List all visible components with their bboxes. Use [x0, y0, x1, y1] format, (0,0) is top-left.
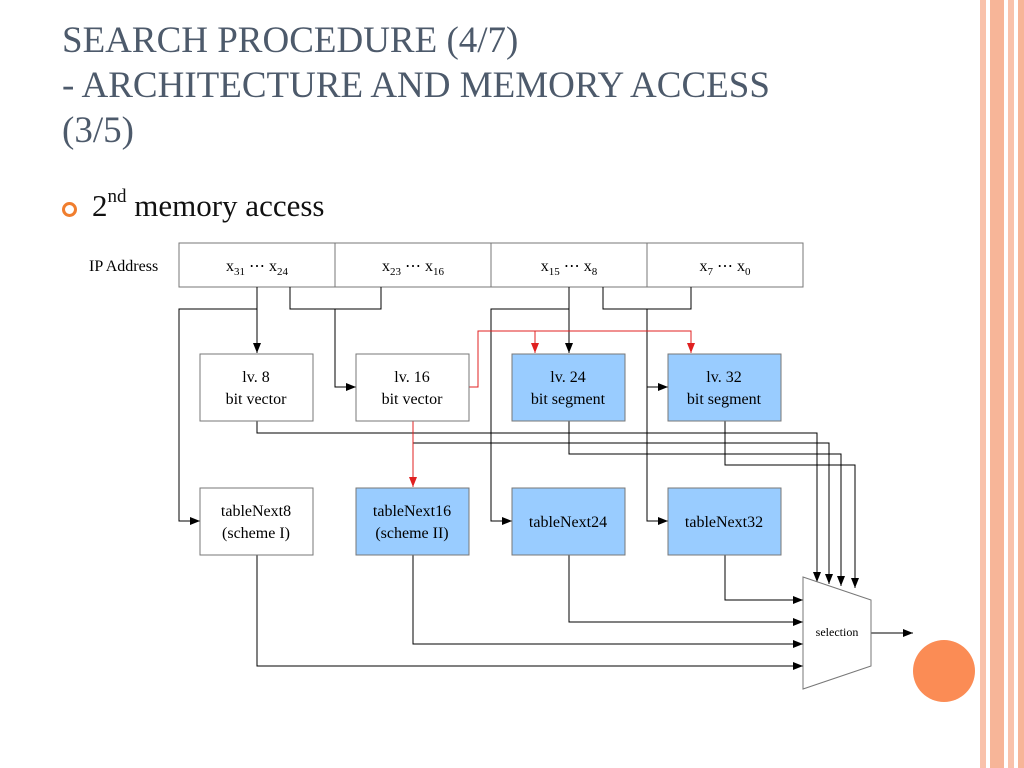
- level-boxes: lv. 8 bit vector lv. 16 bit vector lv. 2…: [199, 353, 782, 422]
- bullet-superscript: nd: [107, 186, 127, 207]
- lv8-sublabel: bit vector: [226, 391, 288, 408]
- lv16-sublabel: bit vector: [382, 391, 444, 408]
- ip-field-box: [490, 242, 648, 288]
- connector-line: [724, 555, 803, 604]
- lv24-sublabel: bit segment: [531, 391, 606, 408]
- connector-line: [256, 421, 821, 582]
- lv24-box: [511, 353, 626, 422]
- title-line: (3/5): [62, 110, 134, 151]
- selection-multiplexer: [802, 576, 872, 690]
- connector-line: [178, 287, 258, 525]
- bullet-rest: memory access: [126, 188, 325, 223]
- bullet-number: 2: [92, 188, 108, 223]
- table-boxes: tableNext8 (scheme I) tableNext16 (schem…: [199, 487, 782, 556]
- lv32-sublabel: bit segment: [687, 391, 762, 408]
- ip-field-box: [646, 242, 804, 288]
- ip-address-fields: x31 ⋯ x24 x23 ⋯ x16 x15 ⋯ x8 x7 ⋯ x0: [178, 242, 804, 288]
- tablenext32-box: [667, 487, 782, 556]
- ip-field-1: x23 ⋯ x16: [382, 258, 445, 278]
- black-connections: [178, 287, 913, 670]
- bullet-text: 2nd memory access: [92, 186, 325, 224]
- lv8-label: lv. 8: [242, 369, 269, 386]
- ip-field-2: x15 ⋯ x8: [541, 258, 598, 278]
- tablenext8-label: tableNext8: [221, 503, 291, 520]
- ip-field-3: x7 ⋯ x0: [700, 258, 752, 278]
- lv32-box: [667, 353, 782, 422]
- tablenext32-label: tableNext32: [685, 514, 763, 531]
- lv16-label: lv. 16: [394, 369, 429, 386]
- tablenext24-box: [511, 487, 626, 556]
- connector-line: [256, 555, 803, 670]
- tablenext16-sublabel: (scheme II): [375, 525, 448, 542]
- lv8-box: [199, 353, 314, 422]
- tablenext8-box: [199, 487, 314, 556]
- connector-line: [289, 287, 381, 310]
- connector-line: [724, 421, 859, 588]
- connector-line: [646, 309, 668, 391]
- lv16-box: [355, 353, 470, 422]
- connector-line: [490, 287, 570, 525]
- ip-address-label: IP Address: [89, 258, 158, 275]
- connector-line: [646, 387, 668, 525]
- decorative-orange-circle: [913, 640, 975, 702]
- selection-label: selection: [816, 625, 859, 639]
- connector-line: [568, 421, 845, 586]
- title-line: - ARCHITECTURE AND MEMORY ACCESS: [62, 65, 770, 106]
- connector-line: [602, 287, 692, 310]
- ip-field-box: [334, 242, 492, 288]
- red-highlight-path: [409, 330, 695, 487]
- tablenext16-box: [355, 487, 470, 556]
- red-connector-line: [469, 330, 695, 388]
- lv32-label: lv. 32: [706, 369, 741, 386]
- connector-line: [412, 555, 803, 648]
- tablenext24-label: tableNext24: [529, 514, 607, 531]
- slide-title: SEARCH PROCEDURE (4/7) - ARCHITECTURE AN…: [62, 18, 942, 153]
- tablenext8-sublabel: (scheme I): [222, 525, 290, 542]
- bullet-circle-icon: [62, 202, 77, 217]
- tablenext16-label: tableNext16: [373, 503, 451, 520]
- ip-field-0: x31 ⋯ x24: [226, 258, 289, 278]
- connector-line: [568, 555, 803, 626]
- decorative-border-stripes: [976, 0, 1024, 768]
- lv24-label: lv. 24: [550, 369, 585, 386]
- title-line: SEARCH PROCEDURE (4/7): [62, 20, 519, 61]
